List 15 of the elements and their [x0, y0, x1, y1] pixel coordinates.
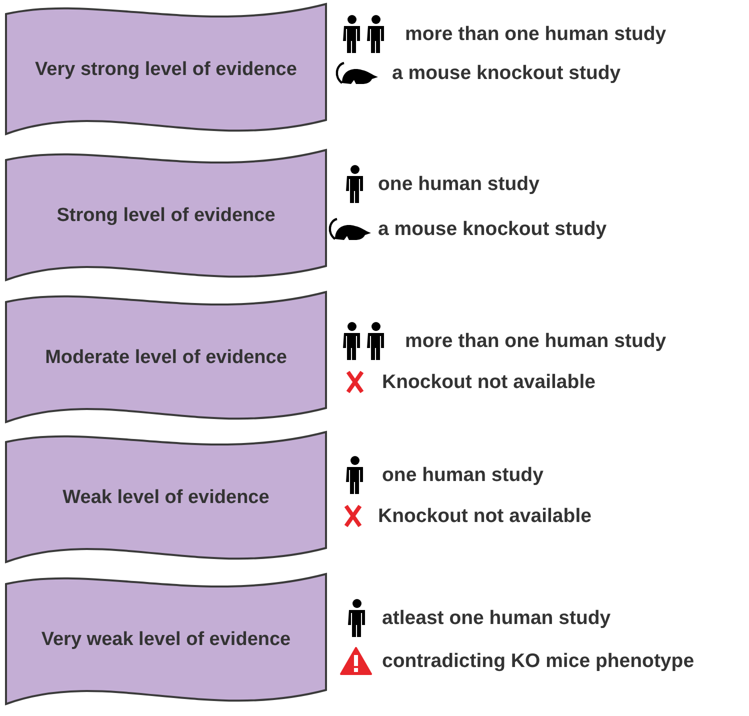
evidence-level-text: Very strong level of evidence [34, 58, 298, 82]
evidence-level-text: Weak level of evidence [62, 486, 270, 510]
evidence-criterion-text: one human study [382, 463, 544, 487]
evidence-criterion-text: atleast one human study [382, 606, 611, 630]
evidence-criterion-text: more than one human study [405, 329, 666, 353]
evidence-criterion-text: more than one human study [405, 22, 666, 46]
evidence-criterion-text: one human study [378, 172, 540, 196]
evidence-criterion-text: Knockout not available [382, 370, 596, 394]
evidence-criterion-text: a mouse knockout study [392, 61, 621, 85]
evidence-level-text: Very weak level of evidence [40, 628, 292, 652]
evidence-criterion-text: a mouse knockout study [378, 217, 607, 241]
evidence-level-text: Moderate level of evidence [44, 346, 288, 370]
evidence-criterion-text: contradicting KO mice phenotype [382, 649, 694, 673]
evidence-criterion-text: Knockout not available [378, 504, 592, 528]
evidence-level-text: Strong level of evidence [56, 204, 276, 228]
